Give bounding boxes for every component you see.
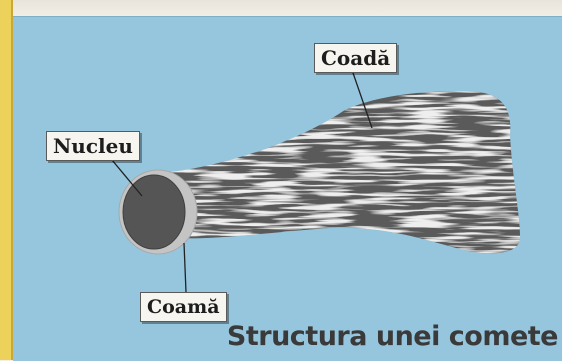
comet-tail [170, 91, 520, 253]
nucleus-label: Nucleu [46, 131, 140, 161]
comet-nucleus [123, 175, 185, 249]
leader-line-coma [184, 243, 186, 292]
coma-label: Coamă [140, 292, 227, 322]
tail-label: Coadă [314, 43, 397, 73]
diagram-title: Structura unei comete [227, 321, 558, 352]
